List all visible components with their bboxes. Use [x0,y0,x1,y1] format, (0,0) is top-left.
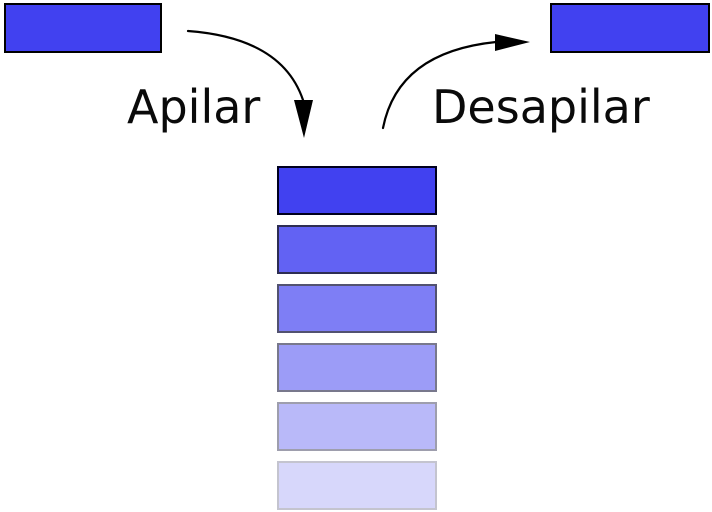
stack-item-3 [277,284,437,333]
outgoing-block [550,3,710,53]
push-label: Apilar [127,80,261,134]
pop-arrowhead-icon [495,34,530,51]
stack-item-2 [277,225,437,274]
stack [277,166,437,510]
stack-item-1 [277,166,437,215]
stack-item-6 [277,461,437,510]
push-arrowhead-icon [294,100,313,138]
stack-item-4 [277,343,437,392]
incoming-block [4,3,162,53]
pop-label: Desapilar [432,80,650,134]
stack-item-5 [277,402,437,451]
